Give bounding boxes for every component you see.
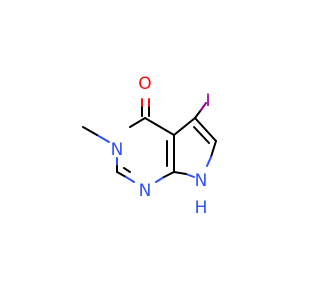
bond-c5-i-purple [200, 102, 207, 111]
hydrogen-nh-label: H [195, 198, 208, 218]
bond-c2-n1-inner [123, 167, 131, 173]
bond-c2-n1-blue [125, 176, 135, 183]
nitrogen-nh-label: N [195, 171, 208, 191]
bond-n1-c7a [163, 171, 175, 178]
bond-n7-c7a [173, 171, 187, 175]
bond-c4-n3 [129, 117, 146, 128]
bond-c4a-c5 [173, 117, 196, 136]
iodine-label: I [205, 91, 210, 111]
bonds [82, 98, 217, 183]
bond-c2-n1 [116, 171, 127, 178]
nitrogen-n3-label: N [111, 140, 124, 160]
nitrogen-n1-label: N [139, 181, 152, 201]
bond-c4-c4a [144, 117, 175, 136]
bond-c5-c6 [194, 117, 217, 142]
bond-c6-n7-blue [206, 156, 212, 167]
bond-c5-c6-inner [193, 126, 210, 144]
bond-c5-i [194, 109, 202, 119]
bond-c6-n7 [210, 140, 217, 158]
oxygen-label: O [138, 74, 151, 94]
bond-n3-methyl [82, 126, 98, 136]
bond-n7-c7a-blue [185, 173, 195, 178]
atom-labels: O I N N N H [111, 74, 211, 218]
bond-n3-methyl-blue [96, 134, 110, 143]
structure-canvas: O I N N N H [82, 74, 217, 218]
bond-n1-c7a-blue [155, 176, 165, 183]
